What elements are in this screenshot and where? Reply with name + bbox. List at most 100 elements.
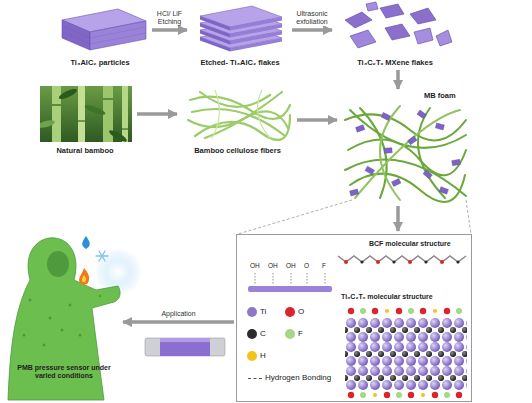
figure-panel: Ti₃C₂Tₓ MXene flakes <box>335 2 455 68</box>
mxene-flakes <box>414 28 433 44</box>
wearer-figure <box>79 268 89 285</box>
atom-label: F <box>322 262 326 269</box>
wearer-figure <box>99 295 101 297</box>
cellulose-chain <box>338 256 466 264</box>
mxene-flakes <box>350 30 376 48</box>
mxene-lattice <box>420 308 426 314</box>
bamboo-photo <box>122 128 128 130</box>
cellulose-chain <box>408 260 412 264</box>
cellulose-chain <box>392 260 395 263</box>
figure-panel: Bamboo cellulose fibers <box>180 84 295 156</box>
wearer-figure <box>82 275 86 282</box>
mb-foam <box>365 166 374 174</box>
node-caption: Ti₃C₂Tₓ molecular structure <box>341 293 433 301</box>
wearer-figure <box>82 236 90 249</box>
legend-item: C <box>247 328 266 340</box>
legend-item: Ti <box>247 306 266 318</box>
legend-text: H <box>260 352 266 361</box>
zoom-lines <box>238 200 471 234</box>
cellulose-fibers <box>212 90 219 138</box>
edge-label: Application <box>160 310 196 318</box>
mb-foam <box>345 160 466 196</box>
mb-foam <box>350 110 461 196</box>
max-phase-particle <box>62 20 90 50</box>
bamboo-photo <box>78 86 85 142</box>
max-phase-particle <box>90 21 146 50</box>
mxene-lattice <box>384 392 390 398</box>
bamboo-photo <box>84 103 107 116</box>
node-caption: BCF molecular structure <box>369 240 451 248</box>
mb-foam <box>381 112 390 120</box>
figure-panel: MB foam <box>340 92 470 204</box>
mb-foam <box>435 123 444 130</box>
mxene-lattice <box>456 392 462 398</box>
atom-label: OH <box>286 262 296 269</box>
mxene-lattice <box>444 392 450 398</box>
surface-bonds <box>248 273 332 292</box>
atom-label: O <box>304 262 309 269</box>
node-caption: Etched- Ti₃AlC₂ flakes <box>200 59 279 68</box>
mb-foam <box>417 110 426 119</box>
bamboo-photo <box>58 87 79 101</box>
legend-item: F <box>285 328 303 340</box>
surface-bonds <box>255 273 325 285</box>
legend-swatch <box>247 307 257 317</box>
mxene-lattice <box>396 392 402 398</box>
figure-panel: Ti₃AlC₂ particles <box>50 2 150 68</box>
process-arrow <box>137 112 177 116</box>
inset-ground <box>236 234 472 402</box>
atom-label: OH <box>268 262 278 269</box>
wearer-figure <box>99 251 105 261</box>
mxene-lattice <box>348 392 354 398</box>
cellulose-chain <box>424 260 427 263</box>
surface-bonds <box>273 273 274 285</box>
bamboo-photo <box>52 104 61 106</box>
process-arrow <box>396 206 400 231</box>
legend-swatch <box>247 351 257 361</box>
legend-swatch <box>285 307 295 317</box>
process-arrow <box>123 320 234 324</box>
mxene-lattice <box>456 308 462 314</box>
legend-item: O <box>285 306 304 318</box>
legend-item: Hydrogen Bonding <box>248 372 331 384</box>
mxene-flakes <box>410 8 436 24</box>
legend-text: Ti <box>260 308 266 317</box>
mxene-flakes <box>436 30 452 46</box>
wearer-figure <box>23 334 26 337</box>
wearer-figure <box>49 317 52 320</box>
process-arrow <box>292 28 332 32</box>
wearer-figure <box>8 236 142 400</box>
process-arrow <box>152 28 187 32</box>
mxene-lattice <box>396 308 402 314</box>
legend-text: F <box>298 330 303 339</box>
process-arrow <box>297 118 337 122</box>
mb-foam <box>380 106 400 200</box>
legend-text: C <box>260 330 266 339</box>
mb-foam <box>356 125 365 132</box>
node-caption: Bamboo cellulose fibers <box>194 147 281 156</box>
mxene-flakes <box>345 2 452 48</box>
mb-foam <box>423 170 432 179</box>
cellulose-chain <box>338 256 466 262</box>
mxene-lattice <box>444 308 450 314</box>
surface-bonds <box>307 273 308 285</box>
mxene-lattice <box>345 308 467 398</box>
zoom-lines <box>238 200 352 234</box>
bamboo-photo <box>108 128 128 142</box>
mxene-lattice <box>373 393 377 397</box>
wearer-figure <box>96 251 108 261</box>
inset-ground <box>236 234 472 402</box>
mxene-flakes <box>366 2 378 11</box>
wearer-figure <box>79 334 82 337</box>
cellulose-chain <box>344 260 348 264</box>
surface-bonds <box>248 286 332 292</box>
node-caption: Ti₃AlC₂ particles <box>70 59 129 68</box>
cellulose-chain <box>440 260 444 264</box>
bamboo-photo <box>122 86 128 142</box>
mb-foam <box>345 106 466 202</box>
cellulose-chain <box>376 260 380 264</box>
wearer-figure <box>61 329 64 332</box>
mxene-flakes <box>380 4 404 18</box>
mxene-lattice <box>360 392 366 398</box>
mxene-lattice <box>345 318 467 390</box>
